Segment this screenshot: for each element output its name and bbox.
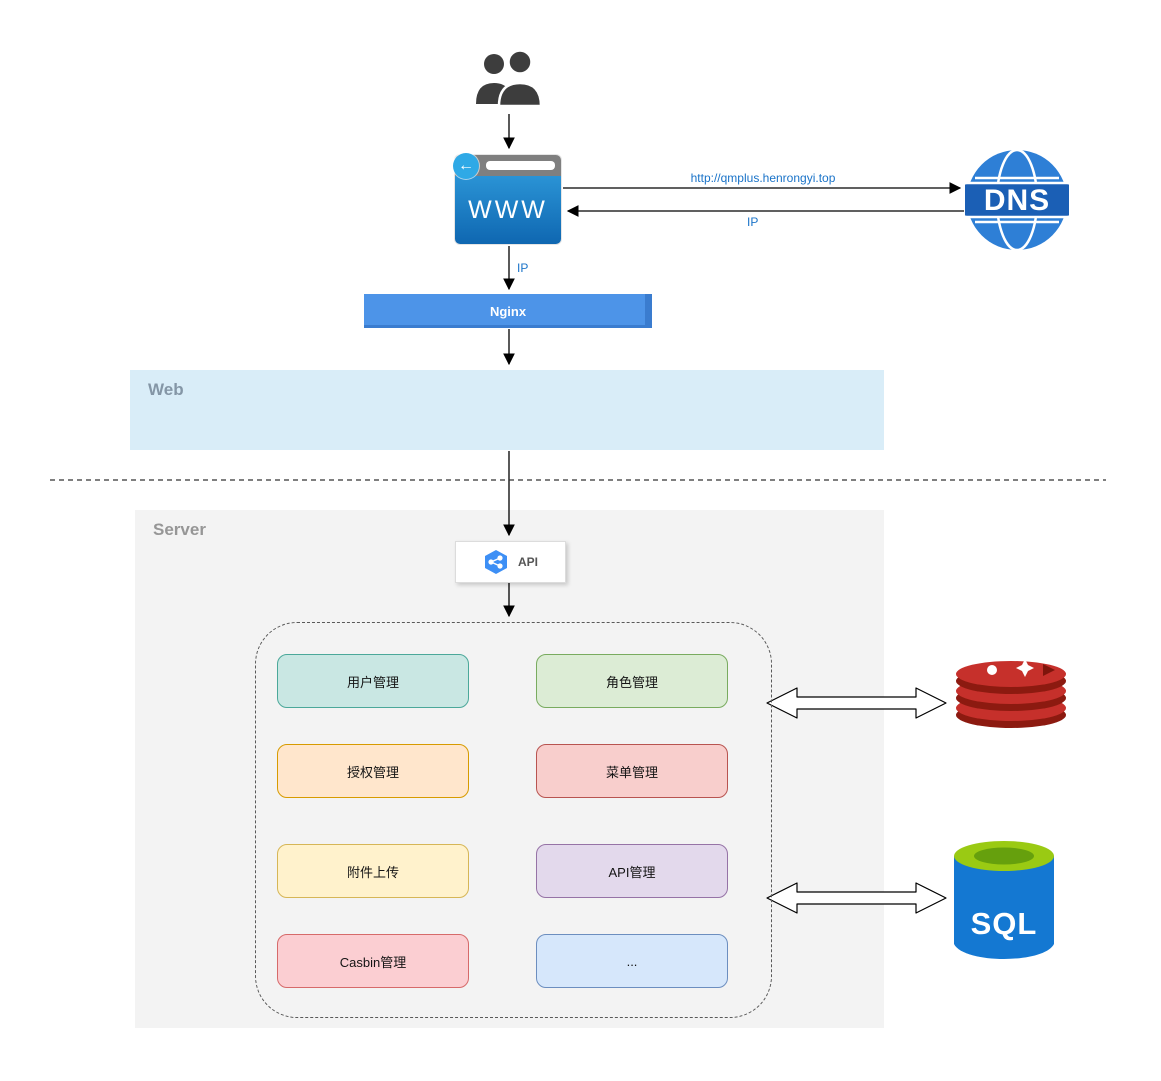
nginx-node: Nginx — [364, 294, 652, 328]
sql-label: SQL — [971, 906, 1038, 941]
module-label: 用户管理 — [346, 674, 399, 690]
module-label: 授权管理 — [346, 764, 399, 780]
module-label: API管理 — [608, 864, 656, 880]
module-more: ... — [536, 934, 728, 988]
nginx-label: Nginx — [489, 303, 527, 319]
dns-globe-icon: DNS — [958, 148, 1076, 252]
users-icon-svg — [476, 49, 543, 108]
browser-to-nginx-ip-label: IP — [517, 261, 529, 275]
back-arrow-icon: ← — [453, 153, 479, 179]
module-label: 菜单管理 — [605, 764, 658, 780]
users-icon — [468, 48, 550, 112]
api-label: API — [517, 555, 538, 569]
module-label: ... — [626, 953, 638, 969]
server-region-label: Server — [153, 520, 206, 539]
dns-request-url-label: http://qmplus.henrongyi.top — [690, 171, 836, 185]
browser-window: ← WWW — [453, 153, 561, 244]
browser-www-label: WWW — [468, 195, 548, 224]
dns-globe-svg: DNS — [958, 148, 1076, 252]
api-hexagon-icon — [484, 550, 507, 574]
modules-container — [255, 622, 772, 1018]
web-region-label: Web — [148, 380, 184, 399]
dns-label: DNS — [984, 184, 1050, 217]
api-node: API — [455, 541, 566, 583]
module-role-management: 角色管理 — [536, 654, 728, 708]
sql-svg: SQL — [954, 841, 1054, 959]
browser-frame: WWW — [455, 155, 561, 244]
sql-database-icon: SQL — [950, 832, 1058, 968]
module-user-management: 用户管理 — [277, 654, 469, 708]
module-auth-management: 授权管理 — [277, 744, 469, 798]
module-api-management: API管理 — [536, 844, 728, 898]
browser-body: WWW — [455, 176, 561, 244]
module-menu-management: 菜单管理 — [536, 744, 728, 798]
module-label: Casbin管理 — [339, 954, 407, 970]
double-arrow-modules-sql — [766, 882, 947, 914]
module-label: 角色管理 — [605, 674, 658, 690]
module-casbin-management: Casbin管理 — [277, 934, 469, 988]
dns-response-ip-label: IP — [747, 215, 759, 229]
module-label: 附件上传 — [346, 864, 399, 880]
redis-svg — [956, 659, 1066, 728]
module-file-upload: 附件上传 — [277, 844, 469, 898]
double-arrow-modules-redis — [766, 687, 947, 719]
web-region: Web — [130, 370, 884, 450]
redis-stack-icon — [950, 648, 1072, 734]
browser-titlebar — [455, 155, 561, 176]
address-bar — [486, 161, 555, 170]
